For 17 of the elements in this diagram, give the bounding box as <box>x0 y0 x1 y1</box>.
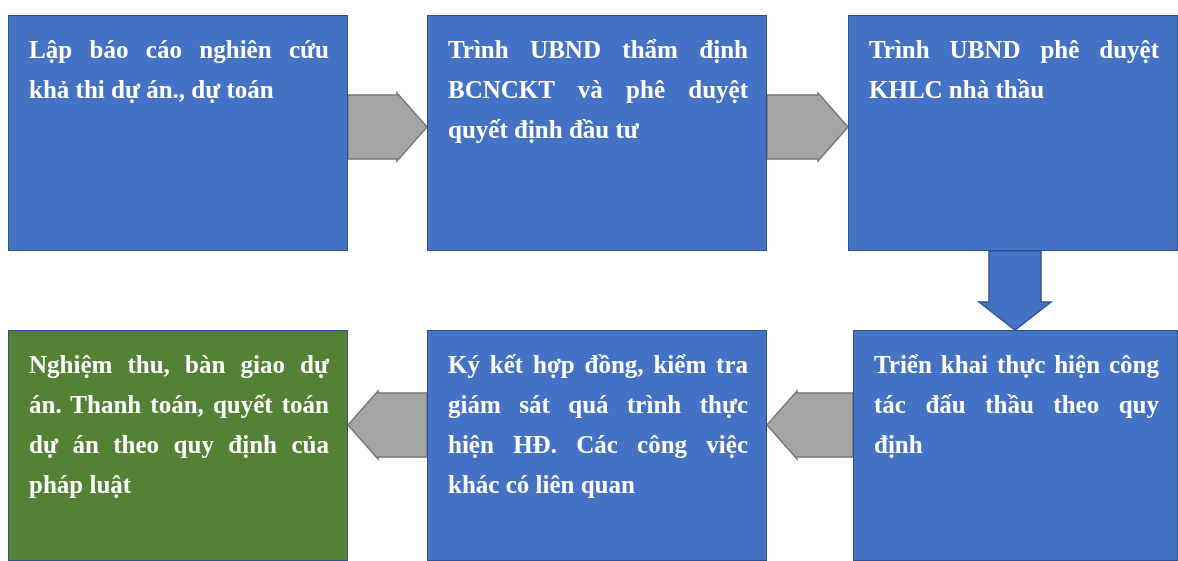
step-text: Ký kết hợp đồng, kiểm tra giám sát quá trình thực hiện HĐ. Các công việc khác có liên quan <box>448 350 748 500</box>
arrow <box>766 91 849 163</box>
step-text: Trình UBND phê duyệt KHLC nhà thầu <box>869 35 1159 105</box>
step-text: Triển khai thực hiện công tác đấu thầu theo quy định <box>874 350 1159 460</box>
arrow <box>347 91 428 163</box>
process-box <box>8 330 348 561</box>
process-box <box>427 15 767 251</box>
process-box <box>8 15 348 251</box>
arrow <box>347 389 428 461</box>
arrow <box>976 250 1054 331</box>
process-box <box>427 330 767 561</box>
process-box <box>848 15 1178 251</box>
step-text: Nghiệm thu, bàn giao dự án. Thanh toán, quyết toán dự án theo quy định của pháp luật <box>29 350 329 500</box>
process-box <box>853 330 1178 561</box>
step-text: Lập báo cáo nghiên cứu khả thi dự án., dự toán <box>29 35 329 105</box>
arrow <box>766 389 854 461</box>
step-text: Trình UBND thẩm định BCNCKT và phê duyệt quyết định đầu tư <box>448 35 748 145</box>
